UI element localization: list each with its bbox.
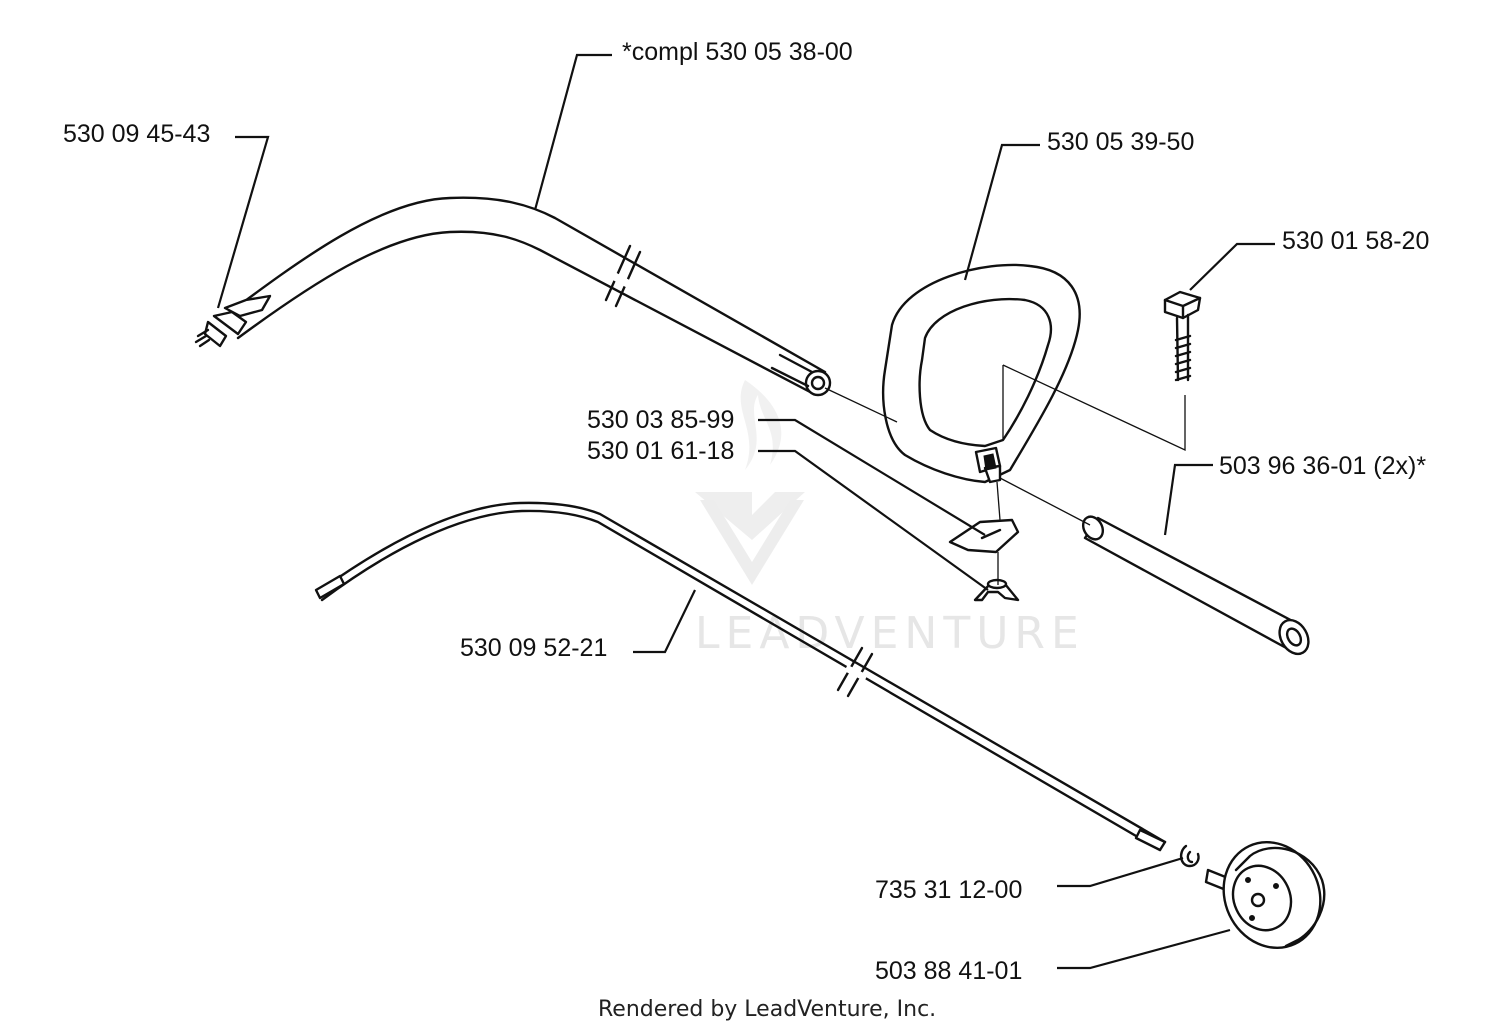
circlip-drawing [1179,844,1200,868]
label-handle-clamp[interactable]: 530 03 85-99 [587,406,734,434]
label-tube-end-fitting[interactable]: 530 09 45-43 [63,120,210,148]
label-handle-grip-tube[interactable]: 503 96 36-01 (2x)* [1219,452,1426,480]
label-wing-nut[interactable]: 530 01 61-18 [587,437,734,465]
clamp-and-wing-nut-drawing [948,518,1020,602]
watermark-logo-icon [695,380,805,585]
handle-screw-drawing [1163,290,1202,382]
loop-handle-drawing [882,263,1081,484]
drive-tube-assembly-drawing [194,196,832,397]
label-loop-handle[interactable]: 530 05 39-50 [1047,128,1194,156]
drive-shaft-drawing [314,501,1167,852]
clutch-drum-drawing [1204,840,1326,950]
footer-credit: Rendered by LeadVenture, Inc. [598,997,936,1022]
label-circlip[interactable]: 735 31 12-00 [875,876,1022,904]
part-labels: *compl 530 05 38-00 530 09 45-43 530 05 … [63,38,1429,985]
label-clutch-drum[interactable]: 503 88 41-01 [875,957,1022,985]
label-drive-shaft[interactable]: 530 09 52-21 [460,634,607,662]
watermark-text: LEADVENTURE [695,608,1085,659]
label-drive-tube-assembly[interactable]: *compl 530 05 38-00 [622,38,853,66]
handle-grip-tube-drawing [1081,515,1310,656]
leader-lines [216,53,1275,970]
label-handle-screw[interactable]: 530 01 58-20 [1282,227,1429,255]
